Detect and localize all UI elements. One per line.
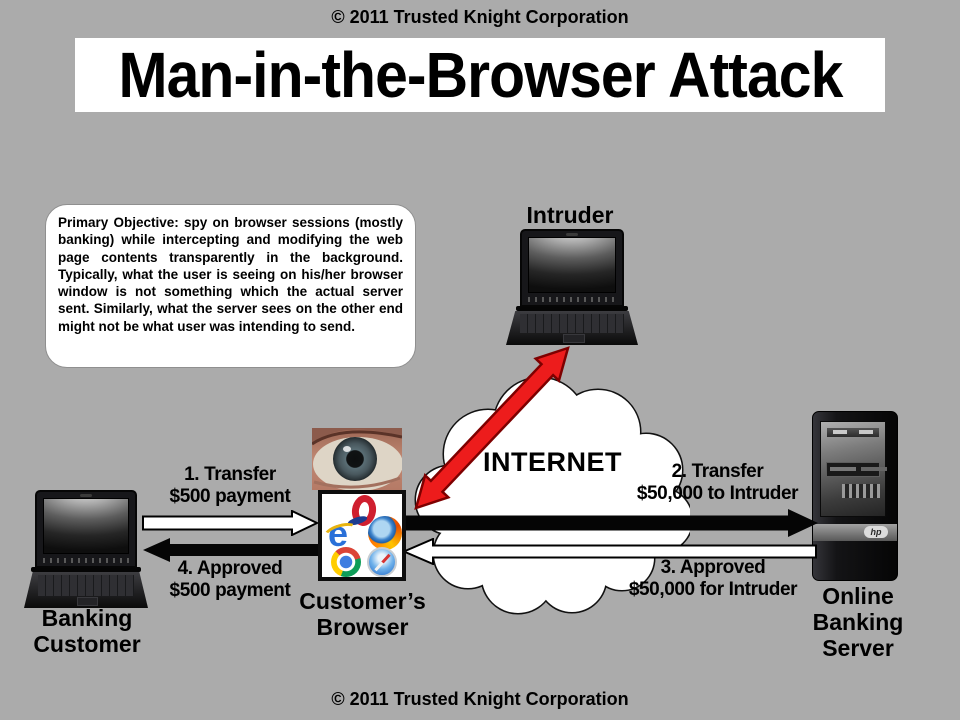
laptop-screen [528,237,616,293]
server-vent [827,428,879,437]
intruder-label: Intruder [526,202,614,228]
attack-arrow-icon [414,346,570,510]
server-front-panel [820,421,886,517]
laptop-base [24,572,148,608]
laptop-trackpad [562,334,585,343]
server-buttons [842,484,880,498]
page-title: Man-in-the-Browser Attack [118,39,843,111]
customer-browser-label: Customer’s Browser [299,588,426,640]
laptop-screen [43,498,129,554]
server-tower-icon: hp [812,411,898,581]
laptop-keyboard [520,314,624,333]
flow-1-label: 1. Transfer $500 payment [169,464,291,507]
eye-icon [312,428,402,490]
laptop-hinge [31,567,141,572]
banking-customer-laptop-icon [24,490,148,608]
webcam-dot [80,494,92,497]
flow-4-label: 4. Approved $500 payment [169,558,291,601]
firefox-icon [368,516,402,550]
copyright-bottom: © 2011 Trusted Knight Corporation [331,689,629,709]
laptop-lid [35,490,137,568]
laptop-hinge [516,306,628,311]
laptop-led-bar [43,558,129,563]
transfer-50000-arrow-icon [403,509,818,537]
server-brand-band: hp [813,524,897,541]
flow-2-label: 2. Transfer $50,000 to Intruder [636,461,799,504]
webcam-dot [566,233,578,236]
intruder-laptop-icon [506,229,638,345]
internet-explorer-icon: e [321,516,361,552]
laptop-lid [520,229,624,307]
flow-3-label: 3. Approved $50,000 for Intruder [628,557,798,600]
copyright-top: © 2011 Trusted Knight Corporation [331,7,629,27]
laptop-led-bar [528,297,616,302]
title-banner: Man-in-the-Browser Attack [75,38,885,112]
approved-500-arrow-icon [143,538,320,562]
laptop-base [506,311,638,345]
customer-browser-box: e [318,490,406,581]
laptop-keyboard [38,575,134,596]
transfer-500-arrow-icon [142,510,320,536]
online-banking-server-label: Online Banking Server [812,583,904,661]
internet-label: INTERNET [483,447,622,477]
hp-logo: hp [864,526,888,538]
primary-objective-note: Primary Objective: spy on browser sessio… [45,204,416,368]
server-drive-bay [826,462,880,477]
chrome-icon [331,547,361,577]
approved-50000-arrow-icon [401,538,817,565]
safari-icon [367,547,397,577]
banking-customer-label: Banking Customer [33,605,141,657]
laptop-trackpad [77,597,98,606]
